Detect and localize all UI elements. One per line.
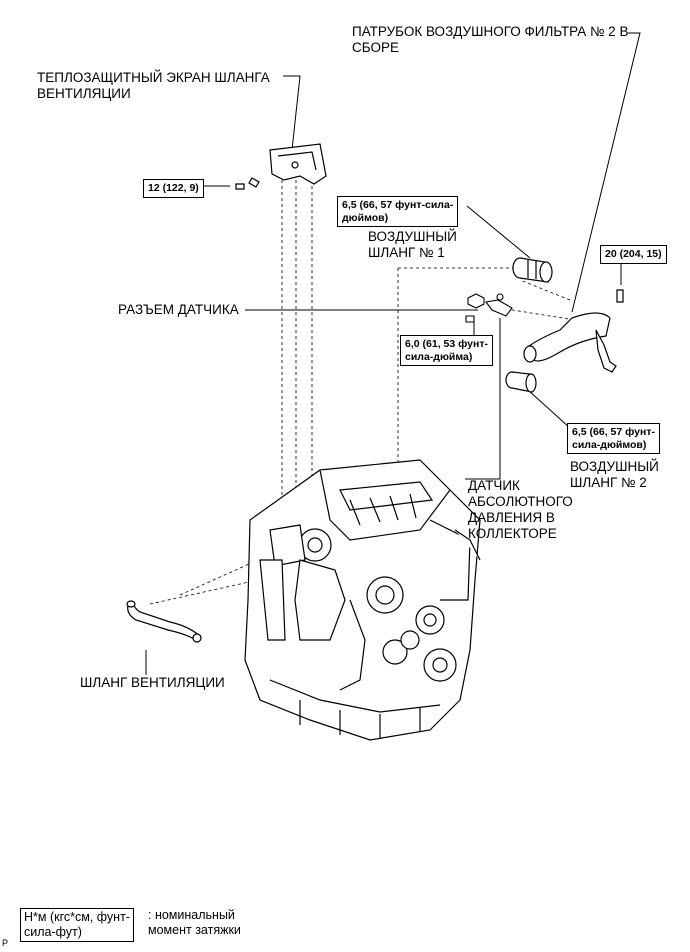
legend-unit-line2: сила-фут): [24, 925, 82, 939]
leader-torque-2: [466, 205, 531, 259]
torque-box-6-0-line2: сила-дюйма): [405, 350, 473, 363]
label-map-sensor-line1: ДАТЧИК: [468, 478, 520, 493]
label-air-hose-2-line1: ВОЗДУШНЫЙ: [570, 459, 659, 474]
legend-description-line2: момент затяжки: [148, 923, 241, 937]
label-heat-shield-line2: ВЕНТИЛЯЦИИ: [37, 86, 131, 101]
torque-box-6-0-line1: 6,0 (61, 53 фунт-: [405, 338, 488, 350]
label-air-hose-1-line1: ВОЗДУШНЫЙ: [368, 229, 457, 244]
legend-description-line1: : номинальный: [148, 908, 235, 922]
torque-box-6-5-upper: 6,5 (66, 57 фунт-сила- дюймов): [337, 196, 459, 227]
leader-map-sensor: [465, 318, 501, 480]
engine-drawing: [244, 459, 481, 741]
torque-box-6-5-lower-line2: сила-дюймов): [572, 438, 647, 451]
label-heat-shield: ТЕПЛОЗАЩИТНЫЙ ЭКРАН ШЛАНГА ВЕНТИЛЯЦИИ: [37, 70, 270, 102]
legend-unit-box: Н*м (кгс*см, фунт- сила-фут): [20, 908, 134, 942]
legend-unit-line1: Н*м (кгс*см, фунт-: [24, 910, 130, 924]
leader-torque-5: [527, 389, 571, 429]
label-map-sensor-line4: КОЛЛЕКТОРЕ: [468, 526, 557, 541]
label-air-pipe-line1: ПАТРУБОК ВОЗДУШНОГО ФИЛЬТРА № 2 В: [352, 24, 629, 39]
torque-box-6-0: 6,0 (61, 53 фунт- сила-дюйма): [400, 335, 493, 366]
label-air-pipe: ПАТРУБОК ВОЗДУШНОГО ФИЛЬТРА № 2 В СБОРЕ: [352, 24, 628, 56]
torque-box-6-5-lower-line1: 6,5 (66, 57 фунт-: [572, 426, 655, 438]
torque-box-6-5-lower: 6,5 (66, 57 фунт- сила-дюймов): [567, 423, 660, 454]
label-air-pipe-line2: СБОРЕ: [352, 40, 399, 55]
torque-box-20: 20 (204, 15): [600, 245, 667, 264]
label-vent-hose: ШЛАНГ ВЕНТИЛЯЦИИ: [80, 675, 225, 690]
legend-description: : номинальный момент затяжки: [148, 908, 241, 938]
leader-air-pipe: [571, 32, 641, 313]
label-sensor-connector: РАЗЪЕМ ДАТЧИКА: [118, 302, 239, 317]
leader-heat-shield: [283, 75, 301, 151]
label-map-sensor-line2: АБСОЛЮТНОГО: [468, 494, 573, 509]
torque-box-6-5-upper-line1: 6,5 (66, 57 фунт-сила-: [342, 199, 454, 211]
torque-box-6-5-upper-line2: дюймов): [342, 211, 389, 224]
label-air-hose-1-line2: ШЛАНГ № 1: [368, 245, 445, 260]
label-air-hose-1: ВОЗДУШНЫЙ ШЛАНГ № 1: [368, 229, 457, 261]
label-map-sensor: ДАТЧИК АБСОЛЮТНОГО ДАВЛЕНИЯ В КОЛЛЕКТОРЕ: [468, 478, 573, 542]
label-air-hose-2-line2: ШЛАНГ № 2: [570, 475, 647, 490]
torque-box-12: 12 (122, 9): [143, 179, 204, 198]
label-heat-shield-line1: ТЕПЛОЗАЩИТНЫЙ ЭКРАН ШЛАНГА: [37, 70, 270, 85]
label-air-hose-2: ВОЗДУШНЫЙ ШЛАНГ № 2: [570, 459, 659, 491]
corner-mark: P: [2, 938, 9, 948]
label-map-sensor-line3: ДАВЛЕНИЯ В: [468, 510, 555, 525]
